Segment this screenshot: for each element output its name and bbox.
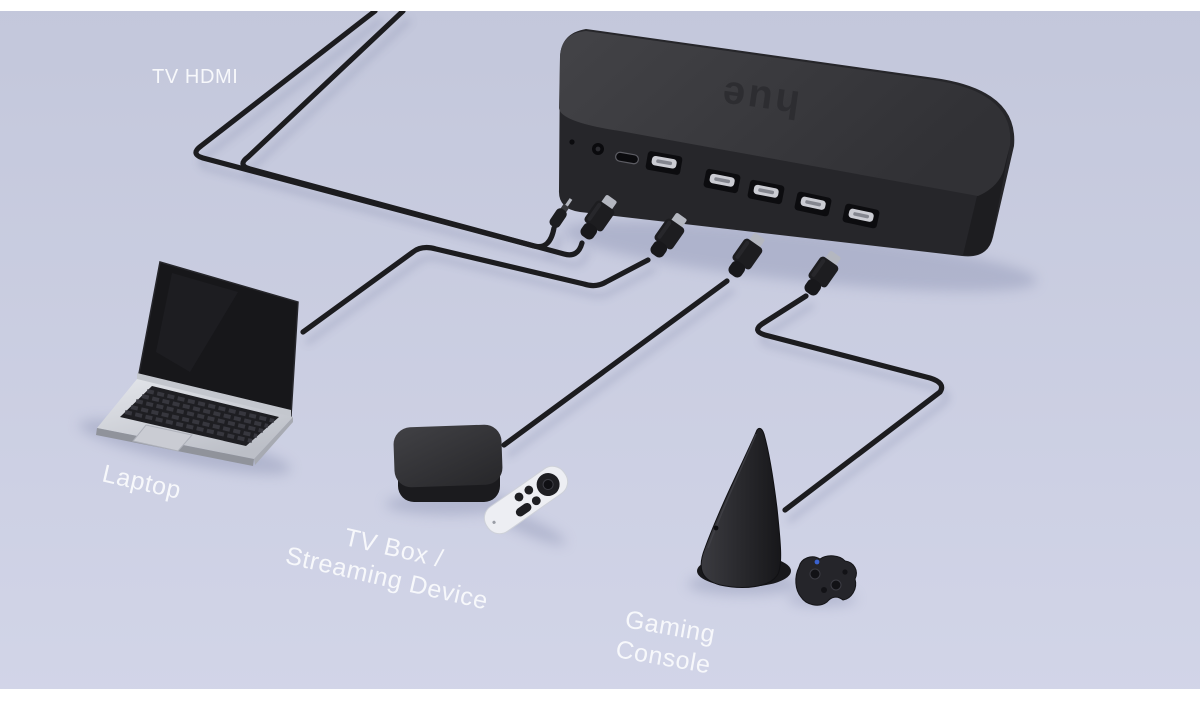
sync-box-top	[559, 31, 1011, 196]
remote	[483, 465, 569, 535]
remote-volume-rocker	[515, 502, 532, 517]
top-frame-bar	[0, 0, 1200, 11]
controller-stick-right	[830, 579, 842, 591]
laptop-screen-glare	[156, 273, 238, 372]
label-tv-hdmi: TV HDMI	[152, 66, 238, 88]
bottom-frame-bar	[0, 689, 1200, 706]
console-power-button	[713, 525, 719, 531]
gaming-console-cable	[755, 293, 945, 513]
controller-dpad	[821, 587, 827, 593]
power-cable	[193, 8, 557, 250]
usb-c-port	[615, 151, 639, 165]
controller-stick-left	[809, 568, 821, 580]
laptop-cable	[300, 244, 651, 335]
tv-hdmi-cable	[240, 8, 585, 258]
remote-clickpad-center	[542, 479, 554, 491]
laptop-keys	[124, 389, 275, 443]
power-plug	[549, 198, 573, 228]
laptop-hinge	[137, 373, 291, 417]
sync-box-ports	[569, 139, 881, 229]
controller-buttons	[842, 569, 848, 575]
power-port	[592, 143, 604, 155]
laptop-base-right	[254, 417, 293, 465]
cables	[193, 8, 945, 513]
console-fin-edge	[707, 433, 757, 549]
remote-mic-hole	[492, 520, 496, 524]
laptop	[96, 261, 299, 466]
tv-box-streaming-device	[393, 424, 503, 502]
status-pinhole	[569, 139, 575, 145]
controller-led	[814, 559, 820, 565]
laptop-trackpad	[132, 424, 193, 452]
plugs	[549, 191, 846, 300]
remote-button-mute	[514, 492, 524, 502]
console-fin	[700, 427, 782, 588]
tv-box-cable	[501, 278, 730, 448]
hdmi-sync-box: hue	[558, 29, 1015, 257]
remote-button-tv	[531, 496, 541, 506]
remote-button-back	[524, 485, 534, 495]
gaming-console	[697, 427, 791, 588]
controller-body	[795, 555, 857, 606]
game-controller	[795, 555, 857, 606]
tv-box-top	[393, 424, 503, 488]
